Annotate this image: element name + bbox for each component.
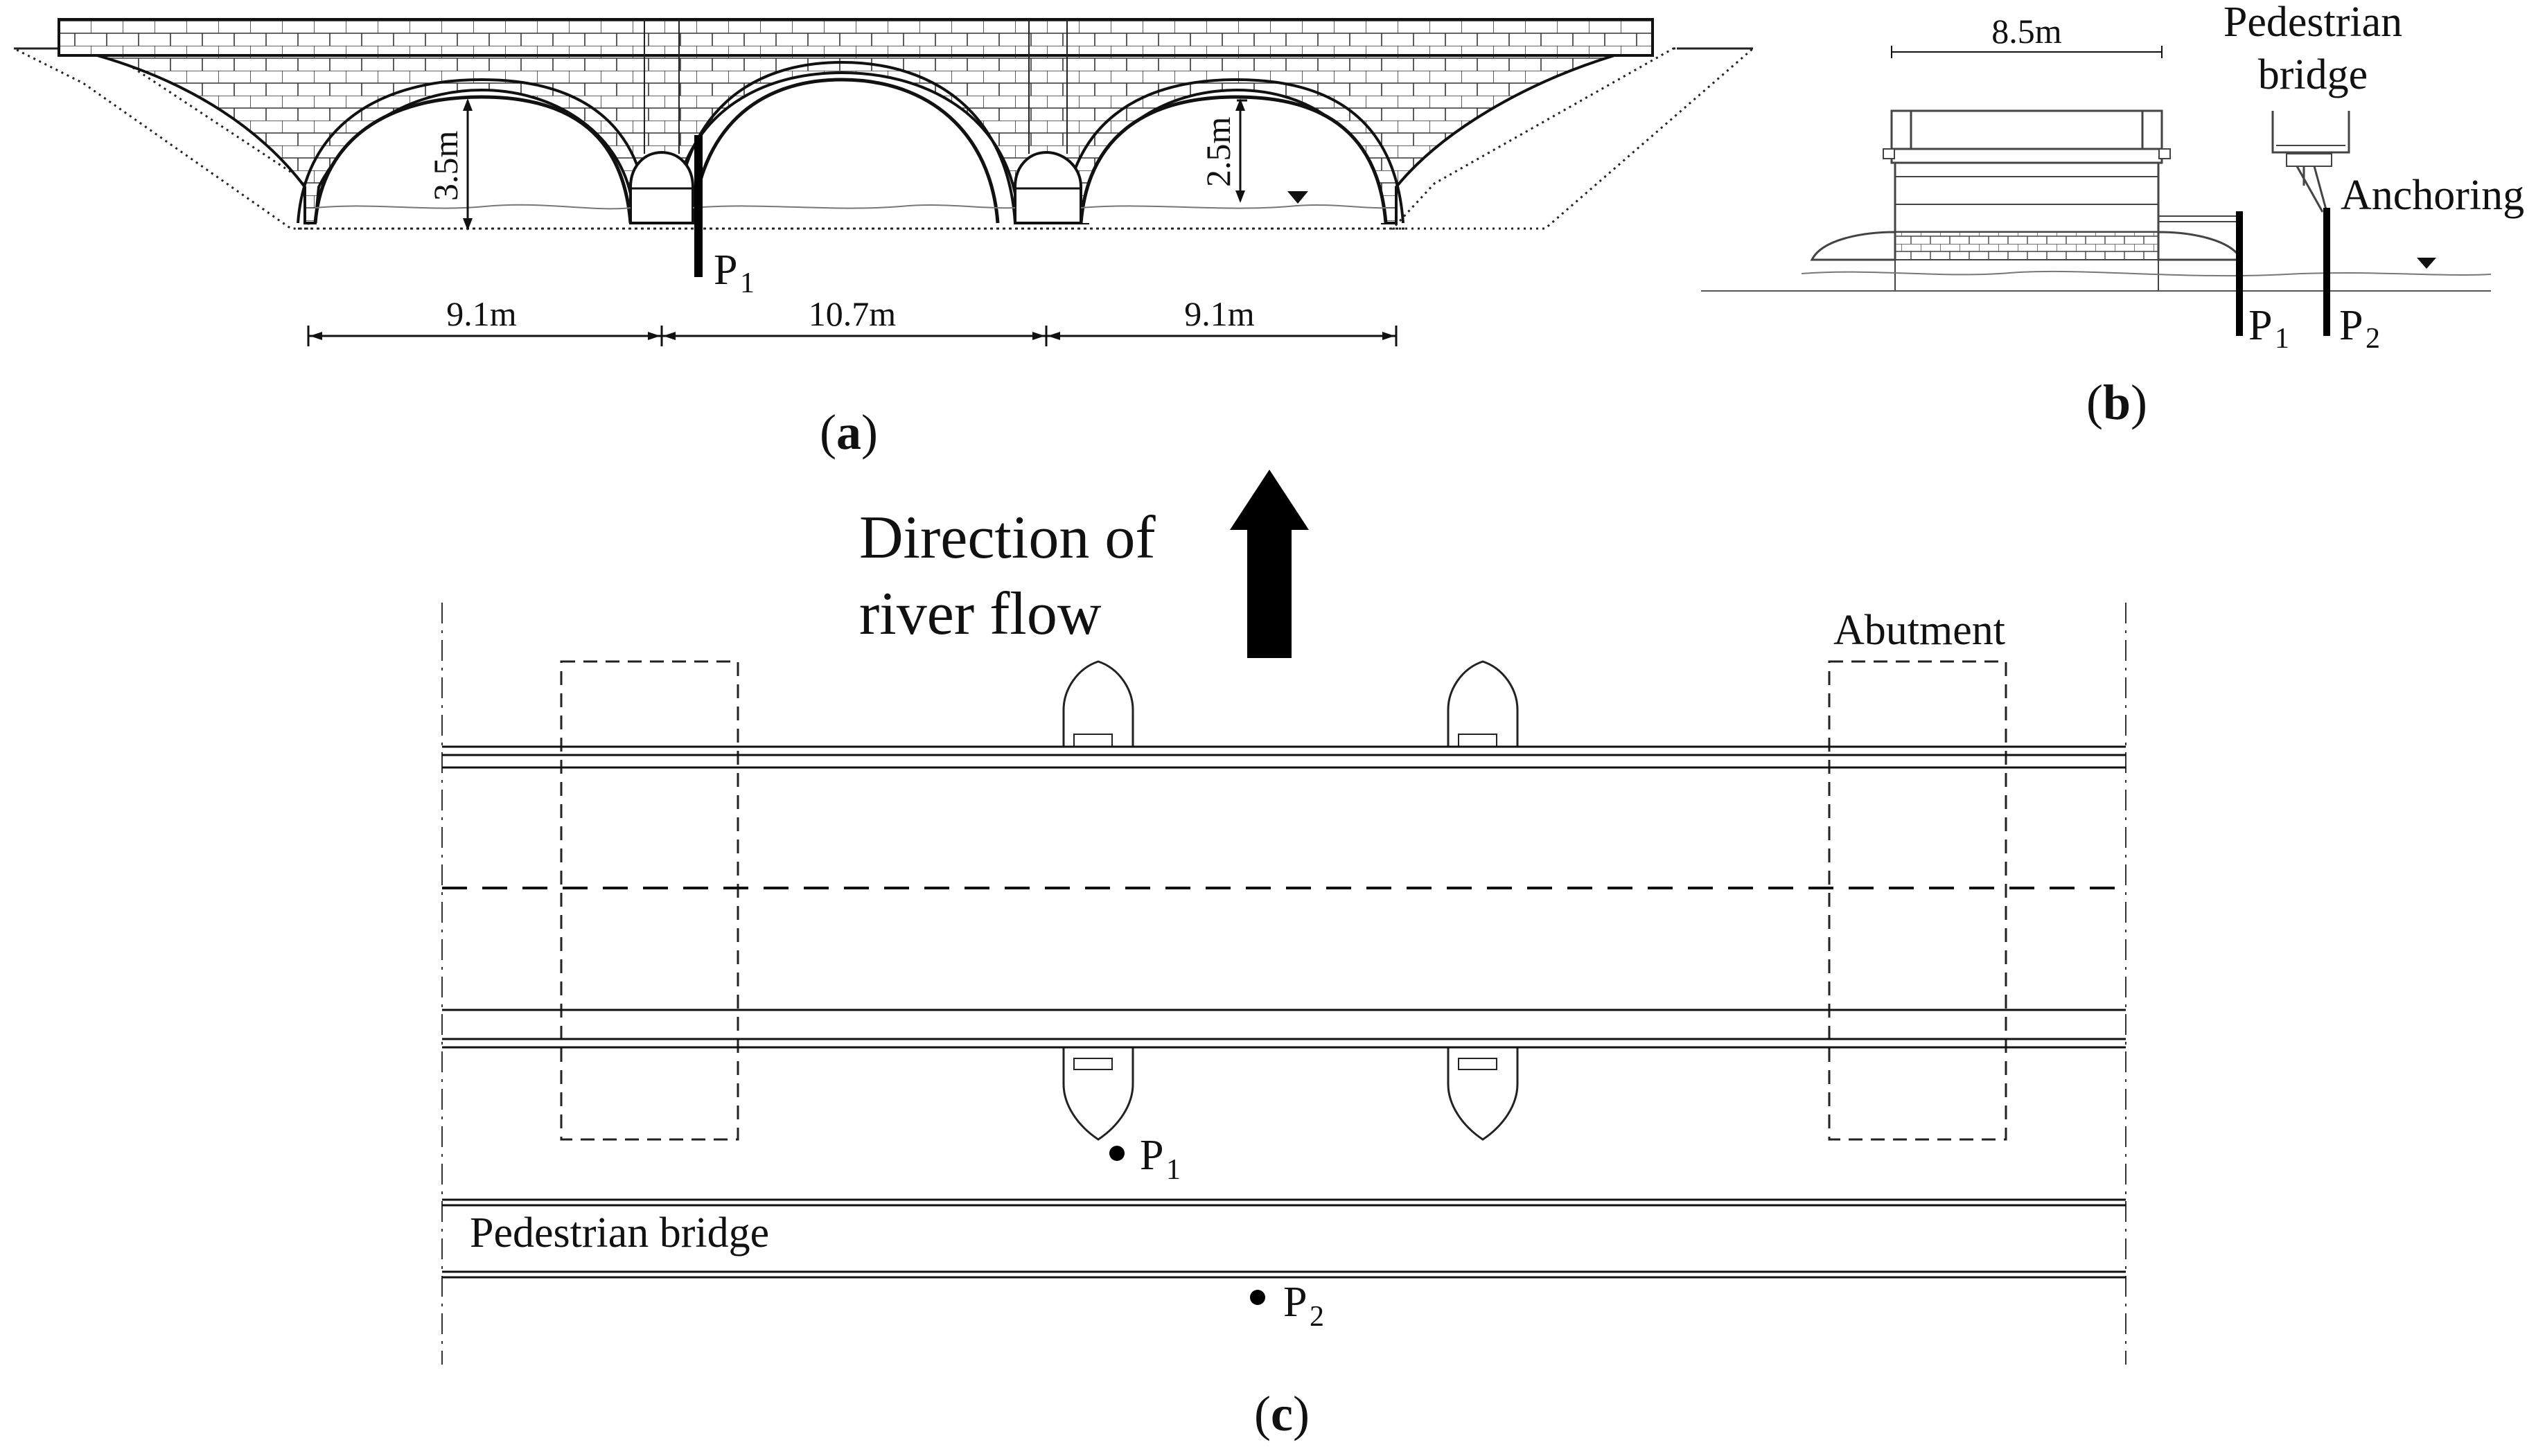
sensor-p1-label-c: P xyxy=(1140,1132,1163,1179)
cutwater-downstream-2-cap xyxy=(1458,1058,1497,1070)
sensor-p1-label-a: P xyxy=(714,247,737,294)
sensor-p1-label-b: P xyxy=(2248,302,2272,349)
span-arrow-4 xyxy=(1032,332,1045,340)
span-arrow-5 xyxy=(1048,332,1060,340)
sensor-p2-label-c: P xyxy=(1283,1279,1307,1326)
sensor-p2-dot-c xyxy=(1250,1290,1265,1305)
sensor-p1-sub-c: 1 xyxy=(1166,1154,1181,1186)
cutwater-left-b xyxy=(1810,231,1896,261)
span-middle-label: 10.7m xyxy=(809,294,897,333)
span-arrow-6 xyxy=(1382,332,1395,340)
panel-a-elevation: 3.5m 2.5m P 1 9.1m 10.7m 9.1m (a) xyxy=(13,18,1756,460)
abutment-label: Abutment xyxy=(1833,607,2005,654)
water-level-marker-b xyxy=(2417,258,2436,269)
span-arrow-2 xyxy=(648,332,660,340)
flow-label-line1: Direction of xyxy=(859,504,1156,571)
sensor-p1-sub-b: 1 xyxy=(2275,323,2289,355)
span-arrow-3 xyxy=(663,332,676,340)
span-left-label: 9.1m xyxy=(446,294,517,333)
sensor-p2-sub-b: 2 xyxy=(2366,323,2380,355)
height-right-label: 2.5m xyxy=(1199,117,1238,188)
cutwater-upstream-1 xyxy=(1062,660,1134,747)
panel-c-plan: Direction of river flow Abutment P 1 xyxy=(441,470,2126,1441)
caption-b: (b) xyxy=(2086,375,2147,430)
cutwater-upstream-2 xyxy=(1447,660,1519,747)
span-arrow-1 xyxy=(310,332,322,340)
pedestrian-bridge-label: Pedestrian bridge xyxy=(470,1209,769,1257)
pedestrian-label-line2: bridge xyxy=(2258,51,2368,98)
panel-b-cross-section: 8.5m P 1 Pedestrian bridge xyxy=(1701,0,2524,430)
water-wave-b xyxy=(1801,270,2492,277)
height-left-label: 3.5m xyxy=(426,131,465,202)
arch-left xyxy=(313,95,633,224)
abutment-right xyxy=(1828,660,2007,1141)
cutwater-right-b xyxy=(2157,231,2244,261)
right-embankment xyxy=(1390,47,1756,230)
arch-left-ring xyxy=(297,78,649,224)
cutwater-downstream-2 xyxy=(1447,1047,1519,1141)
anchoring-brace-1 xyxy=(2296,166,2324,213)
arch-middle xyxy=(691,78,1000,224)
deck-section xyxy=(1894,109,2160,233)
parapet xyxy=(58,18,1654,57)
cutwater-upstream-2-cap xyxy=(1458,734,1497,747)
pedestrian-label-line1: Pedestrian xyxy=(2223,0,2402,46)
width-label: 8.5m xyxy=(1991,12,2062,51)
cutwater-downstream-1 xyxy=(1062,1047,1134,1141)
cutwater-upstream-1-cap xyxy=(1073,734,1113,747)
cutwater-downstream-1-cap xyxy=(1073,1058,1113,1070)
arch-right xyxy=(1079,95,1388,224)
water-surface xyxy=(315,204,1386,210)
deck-slab xyxy=(1890,148,2163,164)
pedestrian-deck-b xyxy=(2271,111,2350,154)
span-right-label: 9.1m xyxy=(1184,294,1255,333)
deck-cantilever-left xyxy=(1883,148,1895,159)
masonry-strip-b xyxy=(1894,231,2159,260)
abutment-left xyxy=(560,660,739,1141)
caption-a: (a) xyxy=(820,405,878,460)
arch-right-ring xyxy=(1062,78,1404,224)
sensor-p2-label-b: P xyxy=(2339,302,2363,349)
height-dimension-left: 3.5m xyxy=(426,98,473,231)
flow-label-line2: river flow xyxy=(859,580,1102,648)
water-level-marker xyxy=(1287,191,1308,204)
deck-cantilever-right xyxy=(2158,148,2171,159)
caption-c: (c) xyxy=(1254,1386,1310,1441)
sensor-p1-sub-a: 1 xyxy=(740,267,755,299)
anchoring-brace-2 xyxy=(2313,166,2328,213)
pedestrian-support xyxy=(2286,153,2332,167)
height-dimension-right: 2.5m xyxy=(1199,98,1247,203)
sensor-p1-dot-c xyxy=(1109,1146,1125,1161)
flow-arrow xyxy=(1230,470,1309,658)
sensor-p2-sub-c: 2 xyxy=(1310,1301,1324,1333)
anchoring-label: Anchoring xyxy=(2341,172,2524,219)
